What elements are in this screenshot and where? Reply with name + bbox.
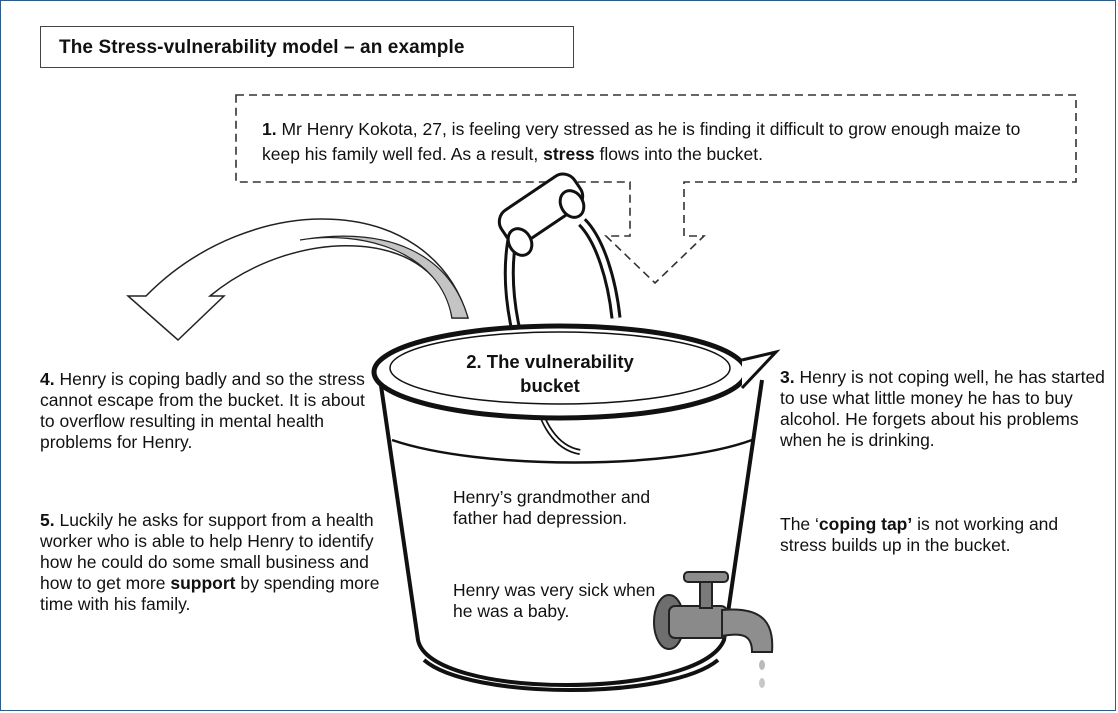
coping-tap-text: The ‘coping tap’ is not working and stre… [780,514,1080,556]
coping-tap-text-a: The ‘ [780,514,819,534]
step-1-text-a: Mr Henry Kokota, 27, is feeling very str… [262,119,1021,164]
step-3-number: 3. [780,367,795,387]
step-5-bold-support: support [170,573,236,593]
step-1-text: 1. Mr Henry Kokota, 27, is feeling very … [262,117,1062,167]
vulnerability-factor-illness: Henry was very sick when he was a baby. [453,580,656,621]
coping-tap-icon [653,571,774,688]
bucket-rim [371,323,781,421]
step-5-text-a: Luckily he asks for support from a healt… [40,510,374,593]
step-5-number: 5. [40,510,55,530]
step-1-bold-stress: stress [543,144,595,164]
bucket-number: 2. [466,351,482,372]
bucket-label-text: The vulnerability bucket [481,351,634,396]
step-3-body: Henry is not coping well, he has started… [780,367,1105,450]
step-4-number: 4. [40,369,55,389]
step-1-text-b: flows into the bucket. [594,144,763,164]
coping-tap-bold: coping tap’ [818,514,913,534]
vulnerability-factor-family: Henry’s grandmother and father had depre… [453,487,651,528]
step-4-text: 4. Henry is coping badly and so the stre… [40,369,380,453]
step-5-text: 5. Luckily he asks for support from a he… [40,510,385,615]
overflow-arrow [126,218,470,342]
step-4-body: Henry is coping badly and so the stress … [40,369,365,452]
bucket-label: 2. The vulnerability bucket [442,350,658,398]
coping-tap-text-b: is not working and stress builds up in t… [780,514,1059,555]
step-3-text: 3. Henry is not coping well, he has star… [780,367,1118,451]
bucket-handle [497,172,622,403]
stress-inflow-callout [235,94,1077,285]
step-5-text-b: by spending more time with his family. [40,573,380,614]
step-1-number: 1. [262,119,277,139]
diagram-title: The Stress-vulnerability model – an exam… [40,26,574,68]
